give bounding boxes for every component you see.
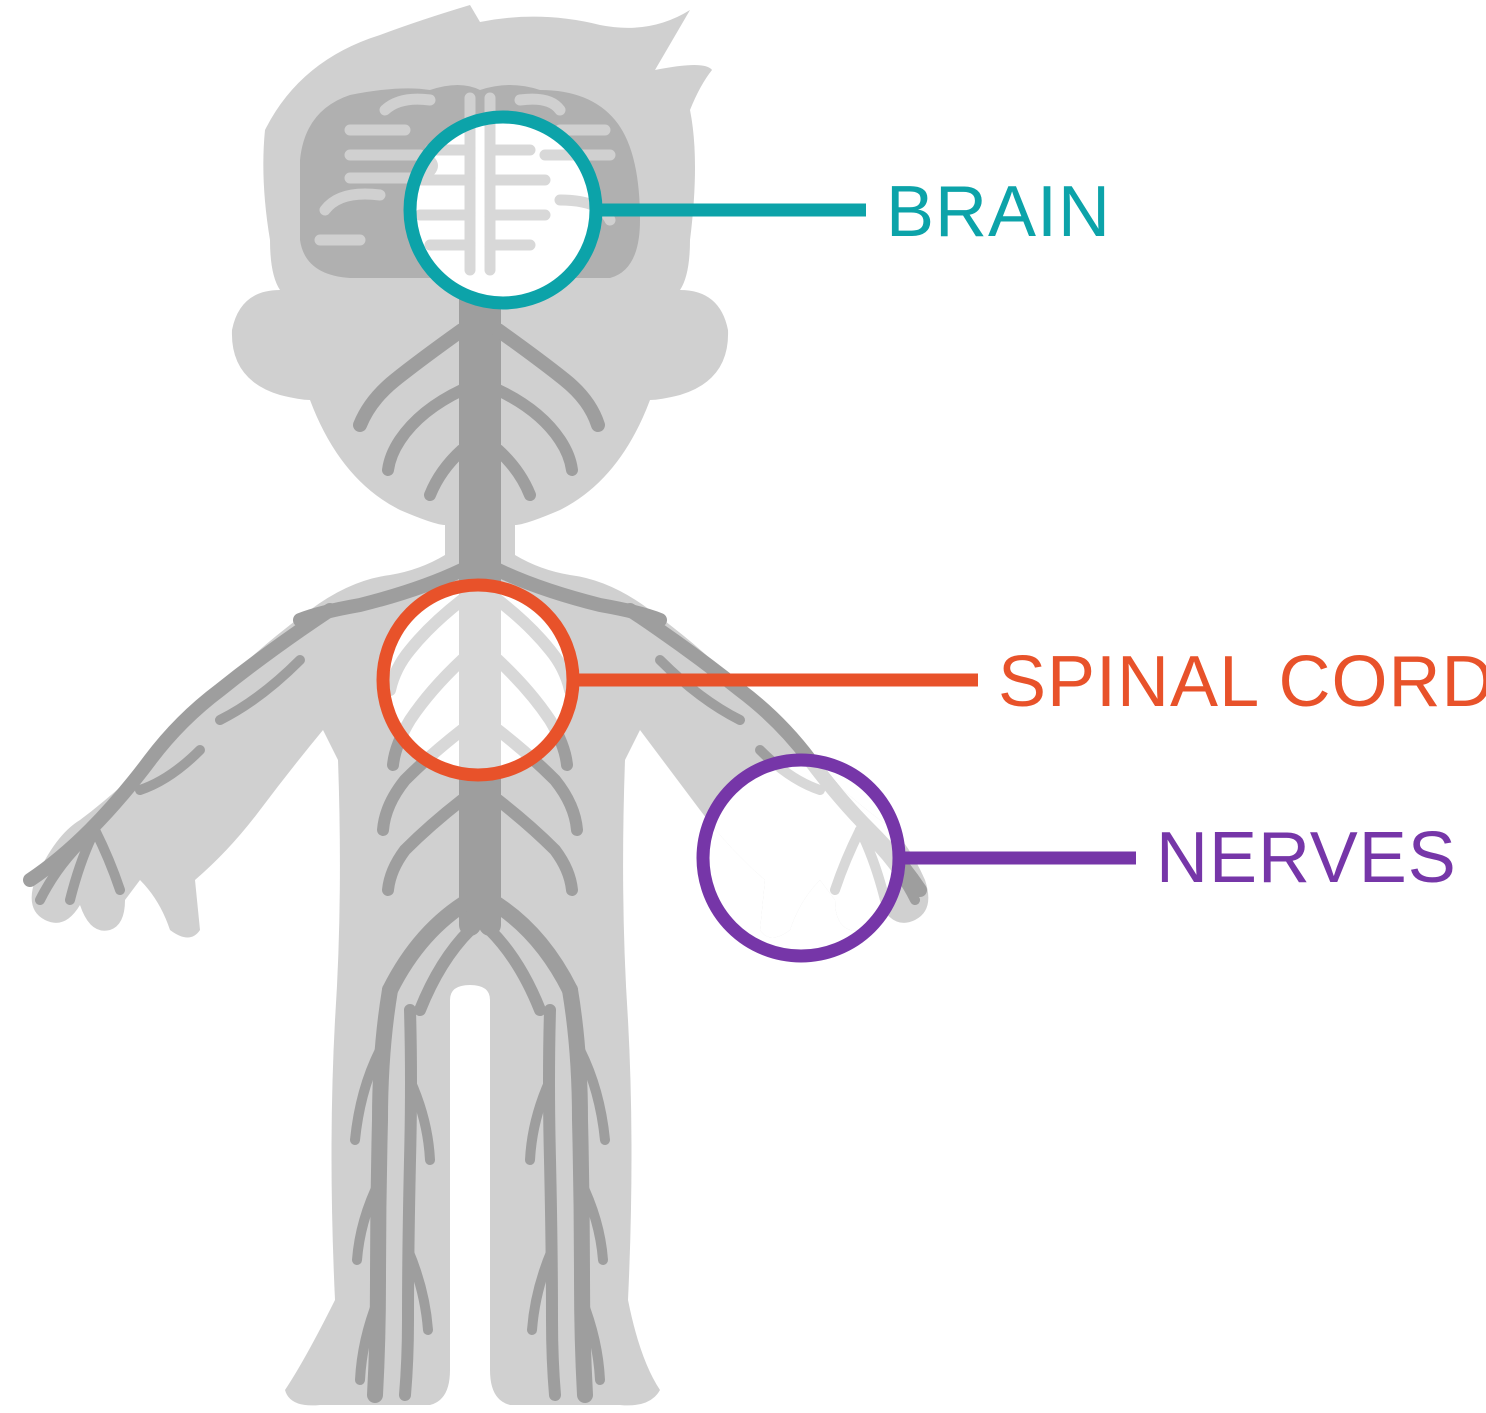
nerves-label: NERVES (1156, 818, 1457, 898)
nerves-highlight (703, 760, 899, 1395)
spinal-cord-callout (376, 578, 978, 782)
brain-callout (403, 110, 866, 310)
spinal-cord-label: SPINAL CORD (998, 642, 1486, 722)
brain-label: BRAIN (886, 172, 1112, 252)
nerves-callout (696, 753, 1136, 963)
